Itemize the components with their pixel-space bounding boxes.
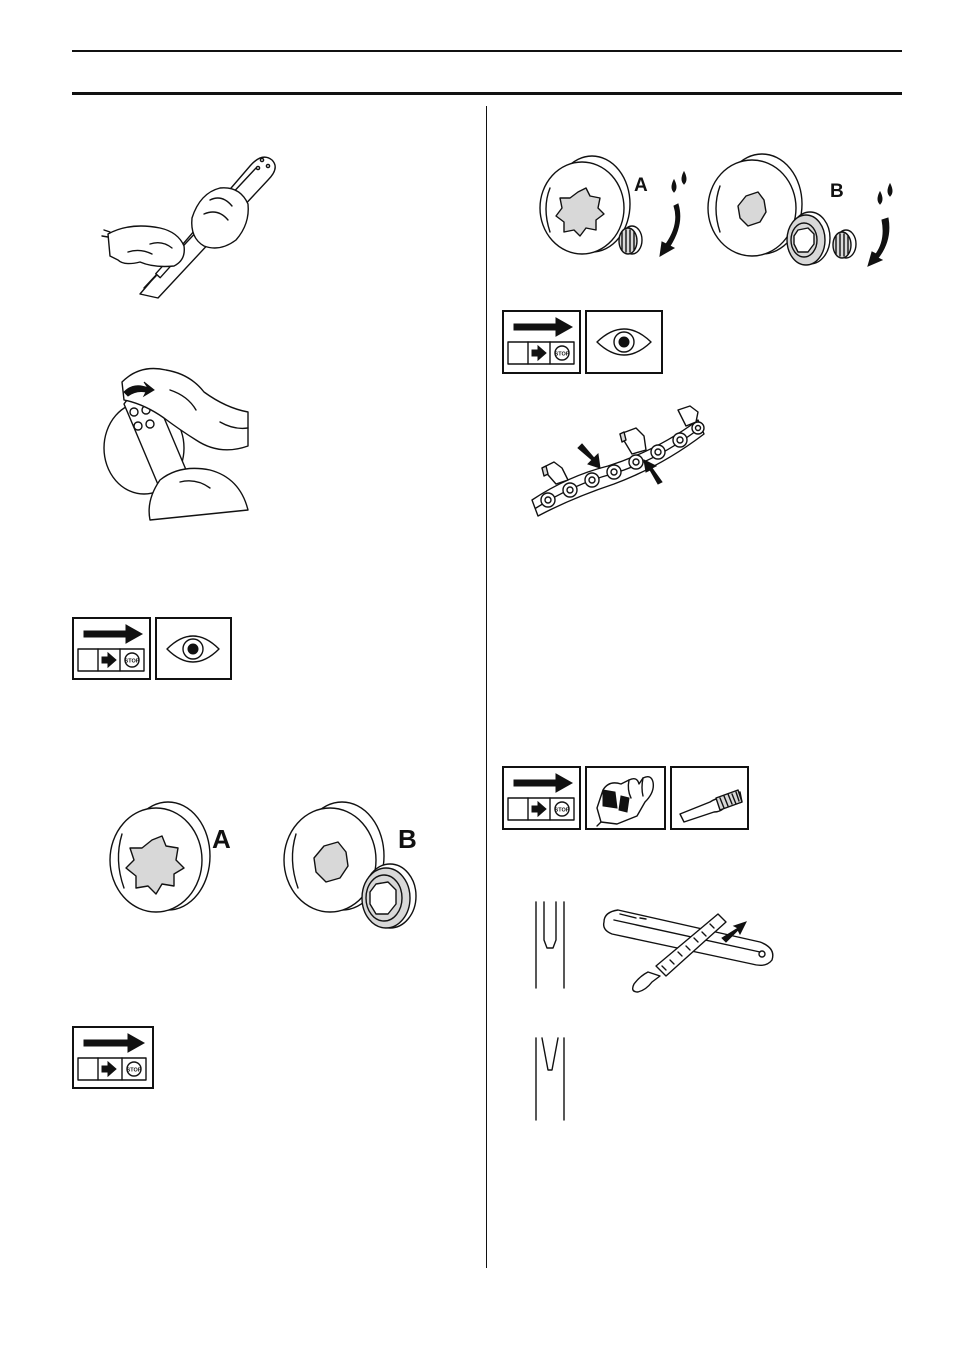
glove-icon: [585, 766, 666, 830]
bar-filing-illustration: [600, 894, 780, 994]
header-bottom-rule: [72, 92, 902, 95]
stop-text: STOP: [127, 1068, 142, 1074]
arrow-stop-icon: STOP: [502, 766, 581, 830]
bar-turning-illustration: [100, 360, 260, 520]
stop-text: STOP: [555, 808, 570, 814]
arrow-stop-icon: STOP: [72, 617, 151, 680]
sprocket-bearing-a-illustration: [536, 152, 696, 268]
eye-icon: [155, 617, 232, 680]
eye-icon: [585, 310, 663, 374]
bar-groove-worn-profile: [530, 1036, 570, 1122]
stop-text: STOP: [555, 352, 570, 358]
sprocket-rim-illustration: [278, 800, 438, 930]
stop-text: STOP: [125, 659, 140, 665]
arrow-stop-icon: STOP: [72, 1026, 154, 1089]
arrow-stop-icon: STOP: [502, 310, 581, 374]
column-divider: [486, 106, 487, 1268]
header-top-rule: [72, 50, 902, 52]
brush-icon: [670, 766, 749, 830]
sprocket-label-b: B: [398, 826, 417, 852]
bar-inspection-illustration: [100, 148, 290, 298]
sprocket-spur-illustration: [104, 800, 214, 915]
sprocket-label-b: B: [830, 182, 844, 201]
sprocket-bearing-b-illustration: [706, 148, 902, 272]
sprocket-label-a: A: [634, 176, 648, 195]
sprocket-label-a: A: [212, 826, 231, 852]
saw-chain-illustration: [528, 404, 708, 524]
bar-groove-new-profile: [530, 900, 570, 990]
